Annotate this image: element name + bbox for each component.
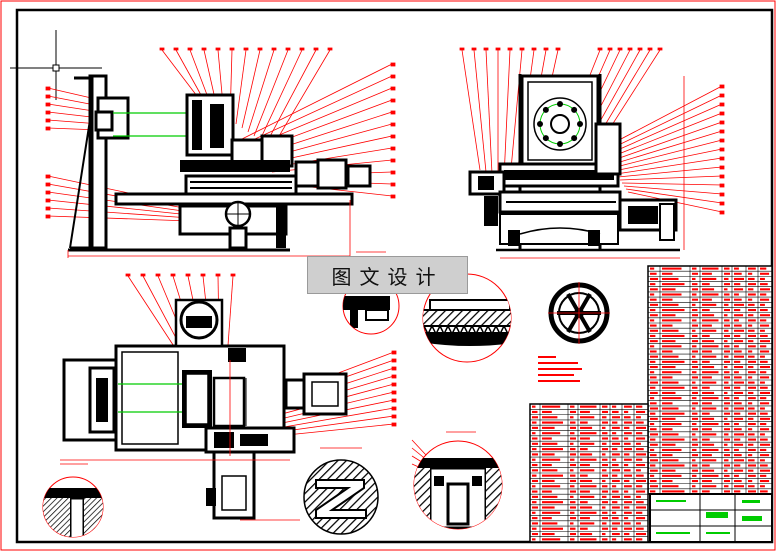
detail-bearing-section [411, 431, 503, 530]
technical-notes [538, 356, 582, 382]
crosshair-cursor-icon [10, 30, 102, 100]
detail-section-b [42, 463, 104, 538]
front-view [45, 47, 396, 258]
parts-list [529, 265, 773, 543]
watermark-label: 图文设计 [307, 256, 468, 294]
top-view [60, 273, 397, 521]
detail-spoked-wheel [548, 282, 610, 344]
side-view [459, 47, 725, 259]
detail-z-profile [303, 447, 379, 535]
detail-gear-section [422, 273, 512, 363]
title-block [649, 493, 773, 543]
